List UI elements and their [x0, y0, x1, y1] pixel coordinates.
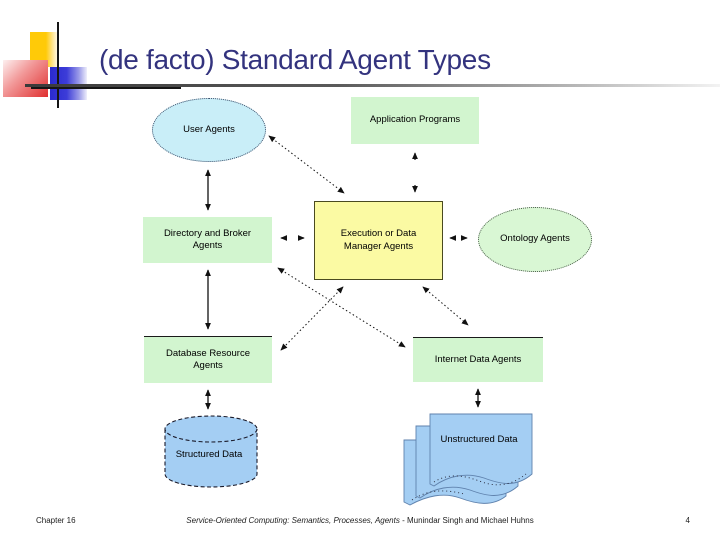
node-user-agents: User Agents [152, 98, 266, 162]
footer-authors: - Munindar Singh and Michael Huhns [399, 516, 534, 525]
node-ontology-agents: Ontology Agents [478, 207, 592, 272]
unstructured-data-documents [403, 413, 533, 506]
slide-title: (de facto) Standard Agent Types [99, 44, 491, 75]
ornament-vertical-line [57, 22, 59, 108]
node-structured-data-label: Structured Data [175, 449, 243, 460]
node-directory-broker-agents-label: Directory and Broker Agents [163, 227, 252, 251]
document-wave-dotted-2 [411, 490, 465, 501]
document-sheet-front [429, 413, 533, 487]
footer-book-title: Service-Oriented Computing: Semantics, P… [186, 516, 400, 525]
node-unstructured-data-label: Unstructured Data [440, 434, 518, 445]
structured-data-cylinder [164, 415, 258, 488]
footer-chapter: Chapter 16 [36, 516, 76, 525]
node-internet-data-agents-label: Internet Data Agents [434, 353, 522, 365]
cylinder-body [164, 429, 258, 488]
ornament-blue-square [50, 67, 87, 100]
node-execution-data-manager-agents: Execution or Data Manager Agents [314, 201, 443, 280]
ornament-horizontal-line [31, 87, 181, 89]
ornament-red-square [3, 60, 48, 97]
node-ontology-agents-label: Ontology Agents [500, 233, 570, 245]
cylinder-top [164, 415, 258, 443]
node-application-programs: Application Programs [351, 97, 479, 144]
title-rule [25, 84, 720, 87]
node-execution-data-manager-agents-label: Execution or Data Manager Agents [340, 228, 417, 252]
node-database-resource-agents: Database Resource Agents [144, 336, 272, 383]
footer-book-credit: Service-Oriented Computing: Semantics, P… [60, 516, 660, 525]
footer-page-number: 4 [685, 516, 690, 525]
node-user-agents-label: User Agents [183, 123, 235, 135]
node-application-programs-label: Application Programs [369, 114, 461, 126]
node-database-resource-agents-label: Database Resource Agents [166, 347, 250, 371]
node-internet-data-agents: Internet Data Agents [413, 337, 543, 382]
node-directory-broker-agents: Directory and Broker Agents [143, 217, 272, 263]
